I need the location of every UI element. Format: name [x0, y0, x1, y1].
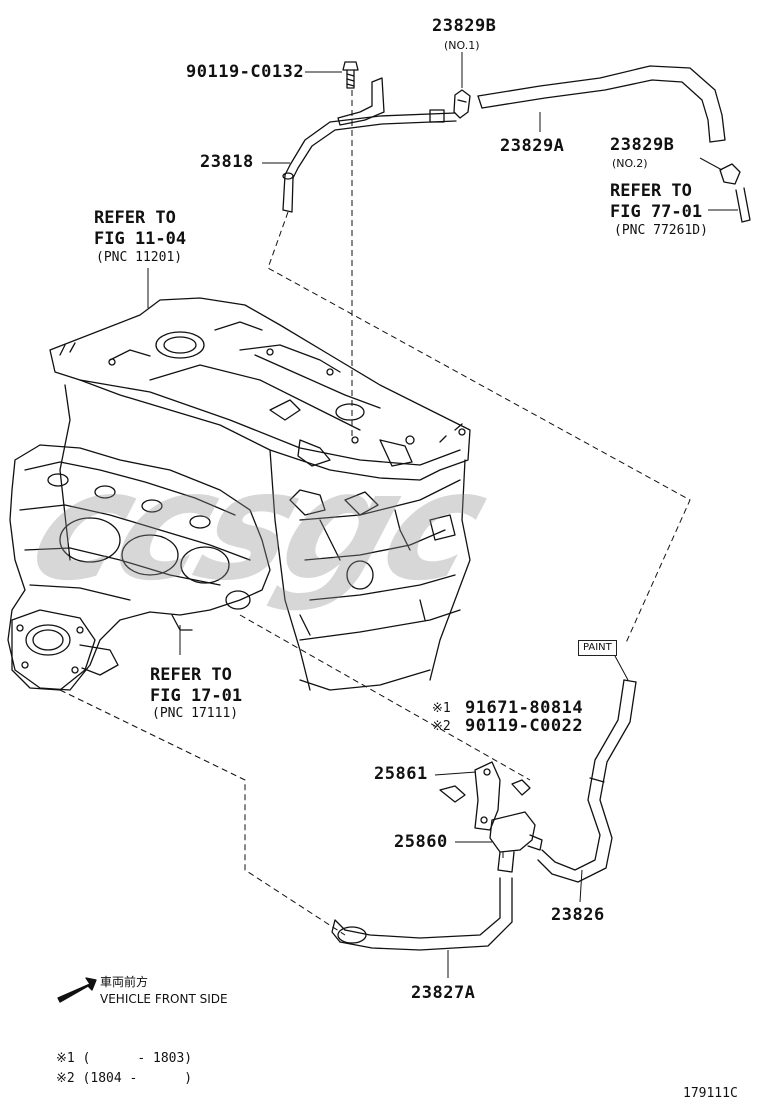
clamp-23829b-no1-shape [453, 89, 471, 119]
hose-23829a-shape [477, 65, 726, 143]
label-23829a[interactable]: 23829A [500, 136, 565, 156]
footnote-1: ※1 ( - 1803) [56, 1051, 193, 1066]
ref-fig-77-01[interactable]: REFER TO FIG 77-01 [610, 181, 703, 222]
pipe-23818-shape [282, 109, 457, 213]
hose-23827a-shape [331, 877, 513, 951]
label-25861[interactable]: 25861 [374, 764, 428, 784]
valve-25860-shape [489, 811, 543, 873]
mark-1: ※1 [432, 701, 451, 716]
watermark: ccsgc [11, 440, 502, 614]
vehicle-front-jp: 車両前方 [100, 975, 149, 989]
ref-fig-11-04-pnc: (PNC 11201) [96, 250, 183, 265]
bracket-shape [337, 77, 385, 126]
bracket-25861-shape [439, 761, 531, 831]
label-23826[interactable]: 23826 [551, 905, 605, 925]
paint-tag: PAINT [578, 640, 617, 656]
label-90119-c0022[interactable]: 90119-C0022 [465, 716, 584, 736]
engine-block [49, 297, 471, 691]
dashed-reference-lines [59, 90, 691, 936]
label-23818[interactable]: 23818 [200, 152, 254, 172]
label-91671-80814[interactable]: 91671-80814 [465, 698, 584, 718]
bolt-90119-c0132-shape [342, 61, 359, 89]
ref-fig-17-01[interactable]: REFER TO FIG 17-01 [150, 665, 243, 706]
ref-fig-11-04[interactable]: REFER TO FIG 11-04 [94, 208, 187, 249]
figure-code: 179111C [683, 1086, 738, 1101]
label-23829b-no1[interactable]: 23829B [432, 16, 497, 36]
pipe-stub-shape [735, 187, 751, 223]
vehicle-front-en: VEHICLE FRONT SIDE [100, 992, 228, 1006]
label-23829b-no2[interactable]: 23829B [610, 135, 675, 155]
intake-manifold [7, 444, 271, 691]
note-23829b-no1: (NO.1) [444, 39, 480, 52]
vehicle-front-arrow-icon [57, 977, 97, 1003]
leader-lines [147, 52, 738, 978]
footnote-2: ※2 (1804 - ) [56, 1071, 193, 1086]
label-23827a[interactable]: 23827A [411, 983, 476, 1003]
label-25860[interactable]: 25860 [394, 832, 448, 852]
mark-2: ※2 [432, 719, 451, 734]
hose-23826-shape [537, 679, 637, 883]
label-90119-c0132[interactable]: 90119-C0132 [186, 62, 305, 82]
ref-fig-17-01-pnc: (PNC 17111) [152, 706, 239, 721]
ref-fig-77-01-pnc: (PNC 77261D) [614, 223, 708, 238]
note-23829b-no2: (NO.2) [612, 157, 648, 170]
clamp-23829b-no2-shape [719, 163, 741, 185]
